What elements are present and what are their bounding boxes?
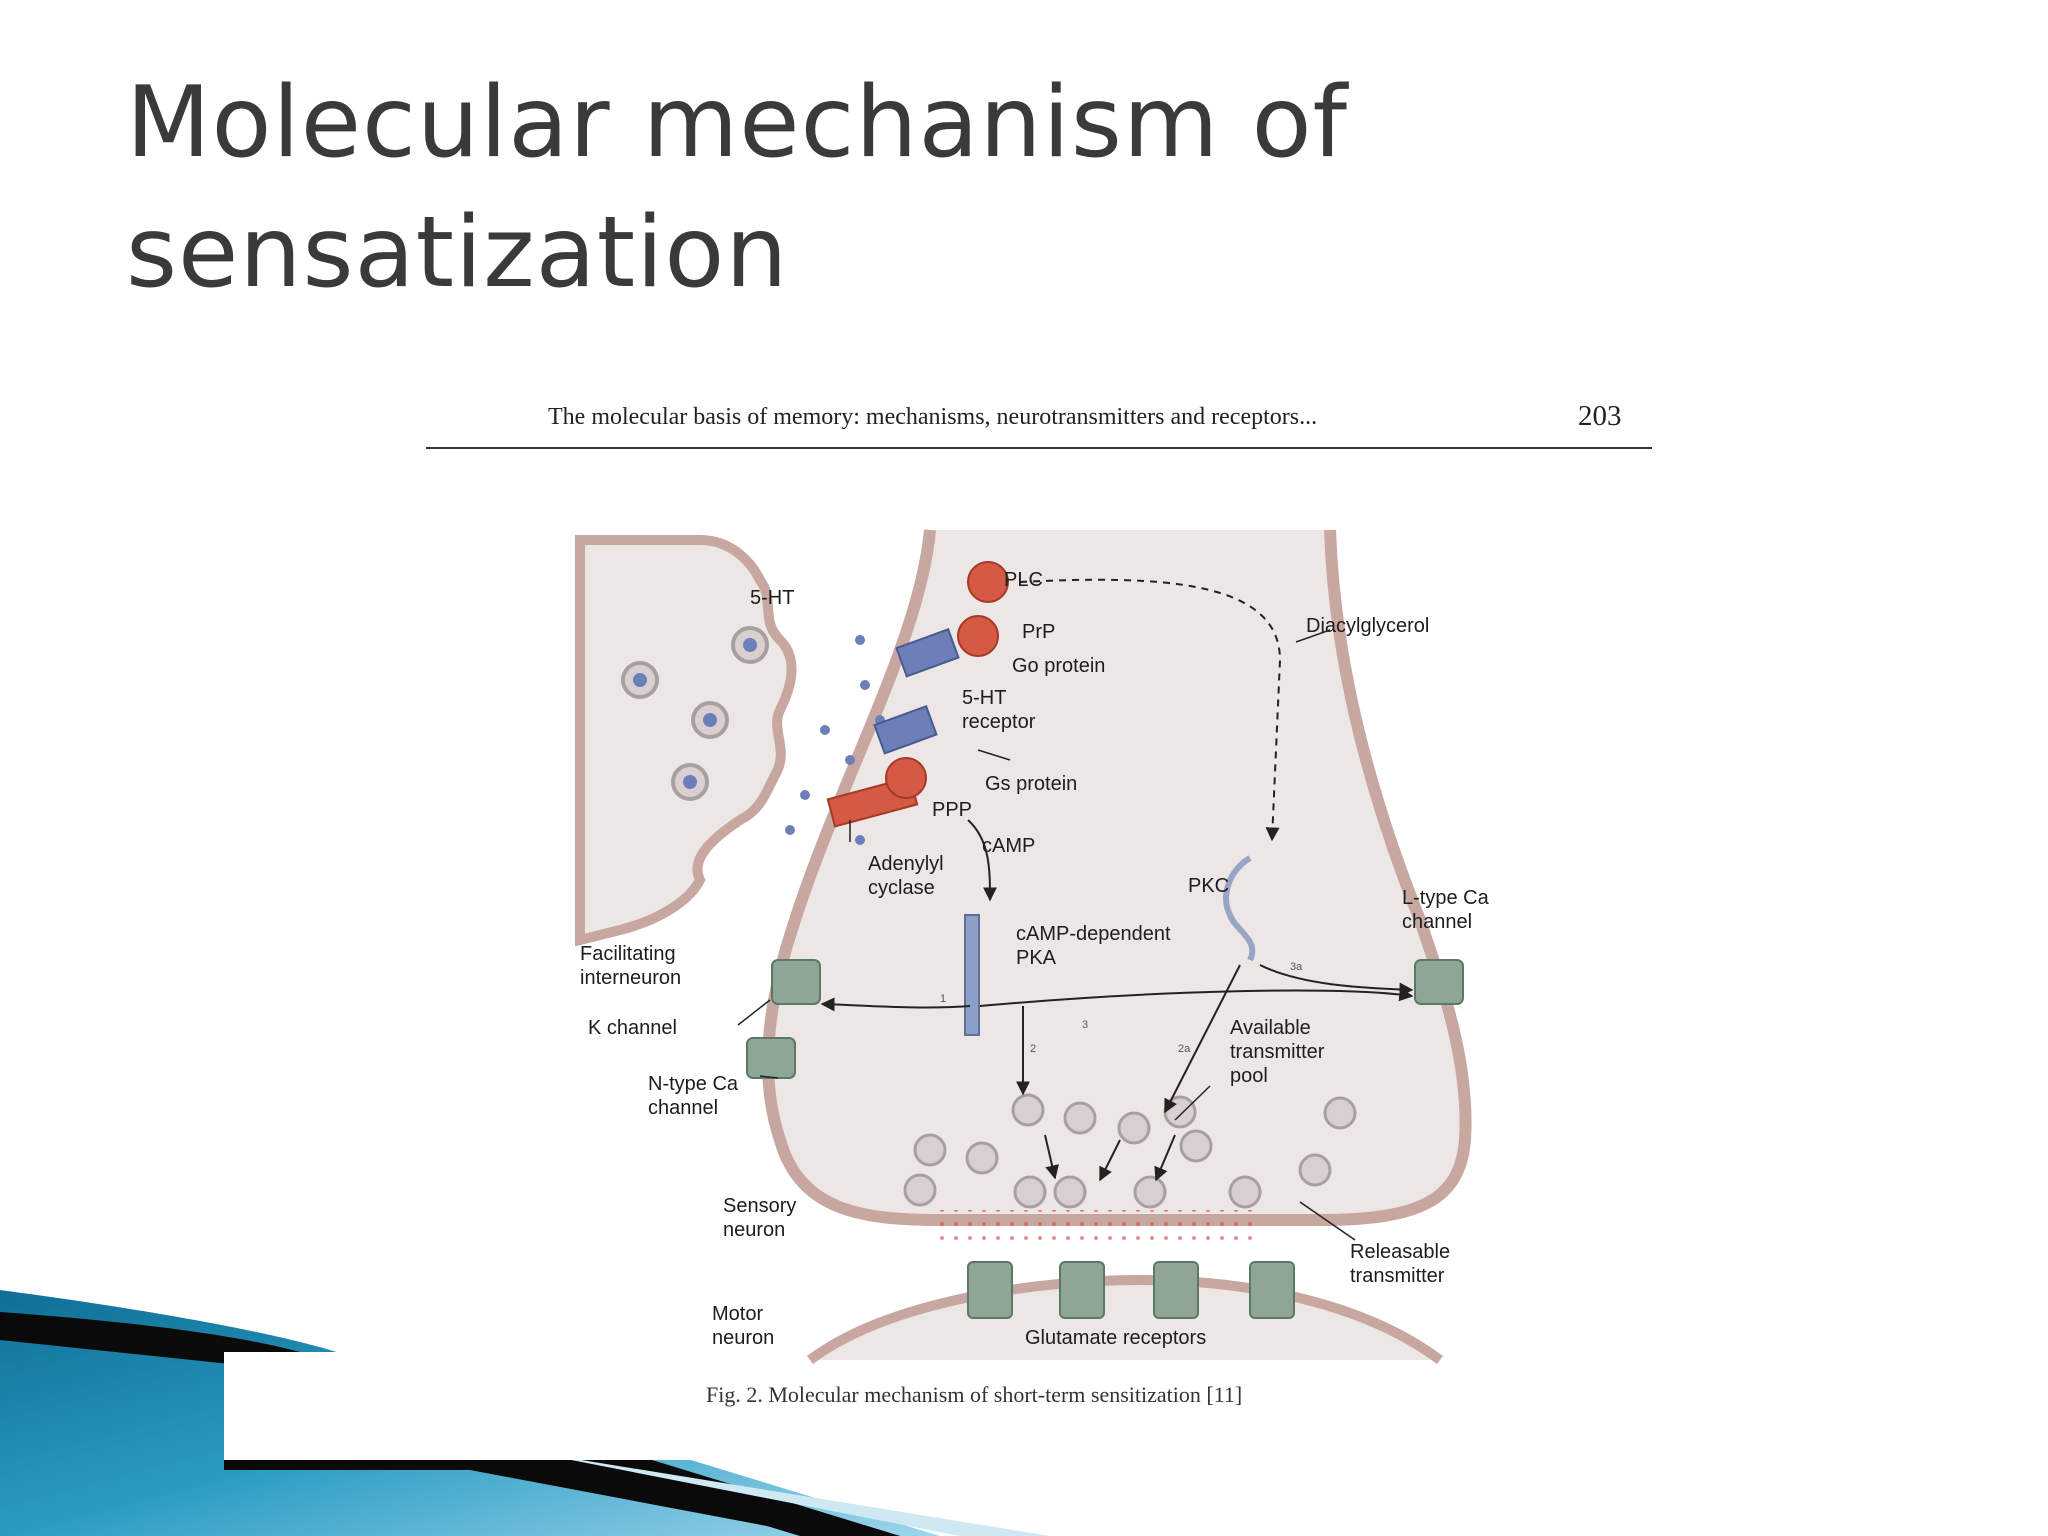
sensitization-diagram: PLC 5-HT PrP Go protein 5-HT receptor Di… bbox=[575, 529, 1490, 1365]
label-pp-top: PrP bbox=[1022, 621, 1055, 643]
5ht-receptor-upper bbox=[895, 628, 960, 678]
label-pkc: PKC bbox=[1188, 875, 1229, 897]
label-glutamate: Glutamate receptors bbox=[1025, 1327, 1206, 1349]
label-adenylyl-1: Adenylyl bbox=[868, 853, 944, 875]
label-diacylglycerol: Diacylglycerol bbox=[1306, 615, 1429, 637]
label-sensory-1: Sensory bbox=[723, 1195, 796, 1217]
serotonin-molecules bbox=[785, 635, 885, 845]
arrow-1-to-k-channel bbox=[820, 997, 971, 1012]
label-releasable-1: Releasable bbox=[1350, 1241, 1450, 1263]
n-type-ca-channel bbox=[746, 1037, 796, 1079]
slide-title: Molecular mechanism of sensatization bbox=[126, 58, 1626, 318]
figure-caption: Fig. 2. Molecular mechanism of short-ter… bbox=[706, 1382, 1243, 1407]
pka bbox=[964, 914, 980, 1036]
arrow-plc-to-dag bbox=[1019, 578, 1282, 842]
plc bbox=[967, 561, 1009, 603]
label-gs-protein: Gs protein bbox=[985, 773, 1077, 795]
label-pp-bottom: PPP bbox=[932, 799, 972, 821]
swoosh-light-band bbox=[520, 1450, 1050, 1536]
label-k-channel: K channel bbox=[588, 1017, 677, 1039]
label-releasable-2: transmitter bbox=[1350, 1265, 1445, 1287]
figure-running-head: The molecular basis of memory: mechanism… bbox=[548, 404, 1318, 430]
arrow-3-to-l-type bbox=[979, 987, 1414, 1007]
arrow-2a-pkc-to-vesicles bbox=[1164, 964, 1241, 1114]
label-pathway-2a: 2a bbox=[1178, 1043, 1191, 1055]
label-sensory-2: neuron bbox=[723, 1219, 785, 1241]
figure-page-number: 203 bbox=[1578, 400, 1622, 432]
label-go-protein: Go protein bbox=[1012, 655, 1105, 677]
slide-white-panel bbox=[224, 1352, 1700, 1460]
label-camp-dependent: cAMP-dependent bbox=[1016, 923, 1171, 945]
label-ltype-2: channel bbox=[1402, 911, 1472, 933]
go-protein bbox=[957, 615, 999, 657]
slide-title-line2: sensatization bbox=[126, 196, 789, 310]
k-channel bbox=[771, 959, 821, 1005]
label-ntype-1: N-type Ca bbox=[648, 1073, 739, 1095]
arrow-release-2 bbox=[1099, 1139, 1121, 1182]
slide-title-line1: Molecular mechanism of bbox=[126, 66, 1349, 180]
label-available-3: pool bbox=[1230, 1065, 1268, 1087]
label-available-1: Available bbox=[1230, 1017, 1311, 1039]
label-ntype-2: channel bbox=[648, 1097, 718, 1119]
label-facilitating-1: Facilitating bbox=[580, 943, 676, 965]
label-motor-1: Motor bbox=[712, 1303, 763, 1325]
leader-lines bbox=[737, 629, 1356, 1241]
label-plc: PLC bbox=[1004, 569, 1043, 591]
label-available-2: transmitter bbox=[1230, 1041, 1325, 1063]
label-pka: PKA bbox=[1016, 947, 1057, 969]
pkc bbox=[1223, 855, 1256, 962]
released-transmitter bbox=[940, 1210, 1260, 1240]
running-head-rule bbox=[426, 447, 1652, 449]
5ht-receptor-lower bbox=[873, 705, 938, 755]
label-camp: cAMP bbox=[982, 835, 1035, 857]
label-receptor-2: receptor bbox=[962, 711, 1036, 733]
label-5ht: 5-HT bbox=[750, 587, 794, 609]
transmitter-vesicles bbox=[903, 1093, 1357, 1209]
label-adenylyl-2: cyclase bbox=[868, 877, 935, 899]
interneuron-vesicles bbox=[621, 626, 769, 801]
label-receptor-1: 5-HT bbox=[962, 687, 1006, 709]
label-pathway-2: 2 bbox=[1030, 1043, 1036, 1055]
label-ltype-1: L-type Ca bbox=[1402, 887, 1490, 909]
swoosh-black-lower bbox=[224, 1460, 900, 1536]
arrow-3a-pkc-to-l-type bbox=[1259, 964, 1414, 997]
arrow-release-3 bbox=[1154, 1134, 1176, 1182]
label-pathway-3: 3 bbox=[1082, 1019, 1088, 1031]
label-pathway-3a: 3a bbox=[1290, 961, 1303, 973]
label-motor-2: neuron bbox=[712, 1327, 774, 1349]
label-pathway-1: 1 bbox=[940, 993, 946, 1005]
gs-protein bbox=[885, 757, 927, 799]
arrow-camp-to-pka bbox=[967, 819, 997, 902]
l-type-ca-channel bbox=[1414, 959, 1464, 1005]
label-facilitating-2: interneuron bbox=[580, 967, 681, 989]
glutamate-receptors bbox=[967, 1261, 1295, 1319]
arrow-release-1 bbox=[1044, 1134, 1059, 1180]
